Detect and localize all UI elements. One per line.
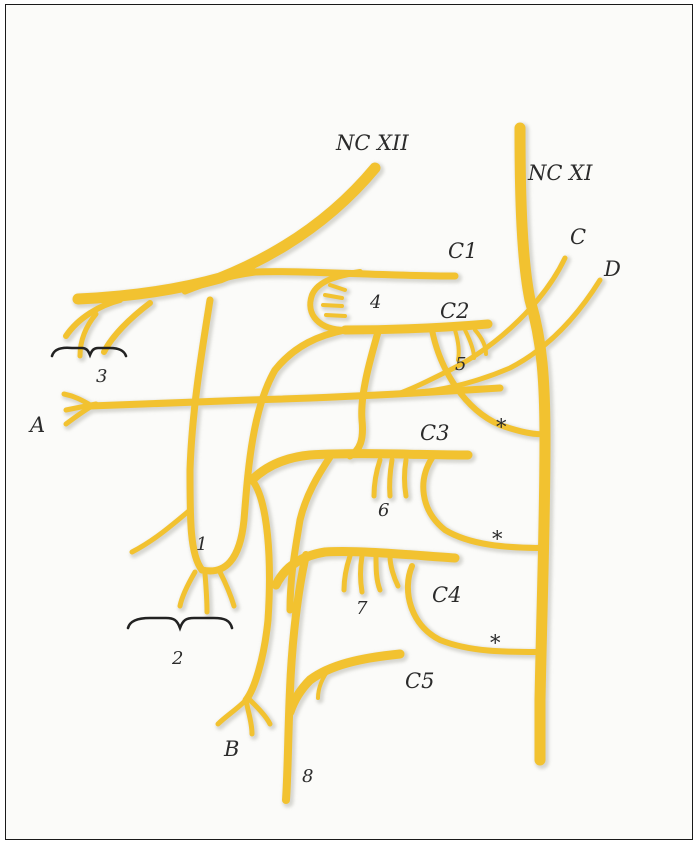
branch-6-b: [390, 460, 392, 496]
branch-7-b: [361, 556, 363, 592]
superior-root-ansa: [190, 300, 210, 570]
label-2: 2: [171, 648, 183, 669]
label-nc-xii: NC XII: [335, 131, 409, 155]
label-c4: C4: [432, 583, 461, 607]
star-marker-3: *: [490, 631, 501, 655]
brace-3: [52, 348, 126, 356]
label-c1: C1: [448, 239, 477, 263]
label-6: 6: [378, 500, 389, 521]
label-d: D: [603, 257, 621, 281]
label-1: 1: [196, 534, 207, 555]
label-5: 5: [455, 354, 466, 375]
label-b: B: [223, 737, 239, 761]
label-4: 4: [369, 292, 381, 313]
branch-2-b: [205, 574, 207, 612]
c3-xi-communicating: [423, 458, 545, 548]
c4-xi-communicating: [408, 566, 540, 652]
branch-4-b: [323, 305, 342, 306]
label-c: C: [570, 225, 586, 249]
label-c5: C5: [405, 669, 434, 693]
branch-4-c: [326, 315, 345, 316]
label-c2: C2: [440, 299, 469, 323]
label-nc-xi: NC XI: [527, 161, 593, 185]
star-marker-1: *: [496, 415, 507, 439]
label-a: A: [28, 413, 45, 437]
branch-1-side: [132, 510, 190, 552]
branch-6-c: [405, 460, 407, 496]
brace-2: [128, 618, 232, 628]
accessory-nerve: [520, 128, 545, 760]
label-7: 7: [356, 598, 368, 619]
label-c3: C3: [420, 421, 449, 445]
label-8: 8: [302, 766, 313, 787]
star-marker-2: *: [492, 527, 503, 551]
label-3: 3: [96, 366, 107, 387]
